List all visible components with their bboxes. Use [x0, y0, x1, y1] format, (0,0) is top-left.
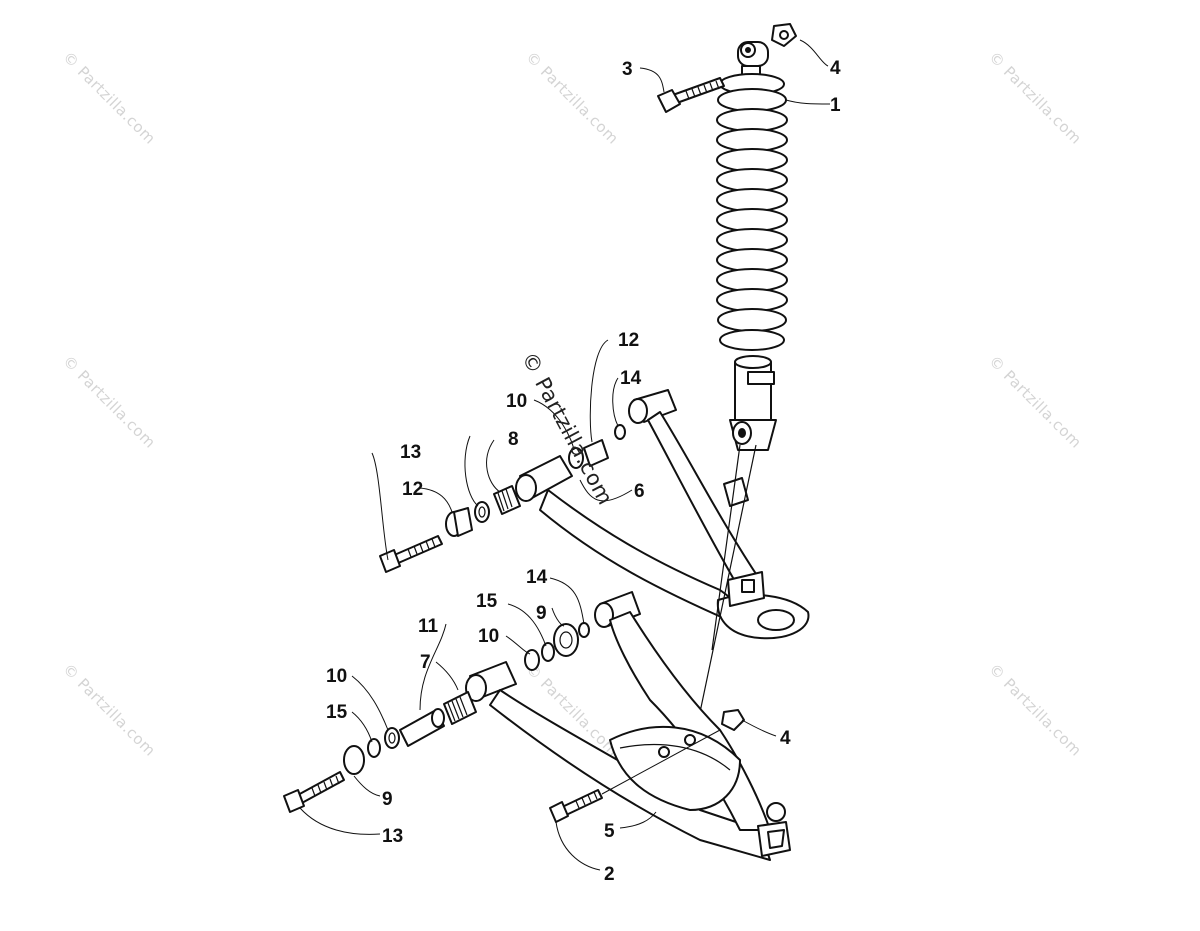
callout-13: 13 [382, 826, 403, 847]
callout-labels: 1 2 3 4 4 5 6 7 8 9 9 10 10 10 11 12 12 … [326, 58, 841, 885]
callout-9: 9 [382, 789, 393, 810]
coil-spring [716, 88, 788, 351]
callout-10: 10 [506, 391, 527, 412]
lower-hardware [283, 622, 590, 813]
callout-6: 6 [634, 481, 645, 502]
callout-1: 1 [830, 95, 841, 116]
callout-12: 12 [618, 330, 639, 351]
callout-3: 3 [622, 59, 633, 80]
callout-10: 10 [326, 666, 347, 687]
bolt-2 [549, 729, 721, 823]
callout-12: 12 [402, 479, 423, 500]
callout-7: 7 [420, 652, 431, 673]
callout-15: 15 [326, 702, 348, 723]
upper-a-arm [515, 389, 810, 640]
callout-14: 14 [620, 368, 642, 389]
upper-hardware [379, 424, 626, 573]
callout-4: 4 [830, 58, 841, 79]
nut-4-lower [721, 709, 745, 731]
callout-15: 15 [476, 591, 498, 612]
lower-a-arm [465, 591, 791, 861]
bolt-3 [657, 77, 725, 113]
nut-4-top [771, 23, 797, 47]
callout-4: 4 [780, 728, 791, 749]
callout-11: 11 [418, 616, 439, 637]
callout-14: 14 [526, 567, 548, 588]
callout-9: 9 [536, 603, 547, 624]
callout-13: 13 [400, 442, 421, 463]
callout-8: 8 [508, 429, 519, 450]
leader-lines [299, 39, 831, 871]
shock-absorber [716, 41, 788, 451]
callout-5: 5 [604, 821, 615, 842]
callout-2: 2 [604, 864, 615, 885]
callout-10: 10 [478, 626, 499, 647]
